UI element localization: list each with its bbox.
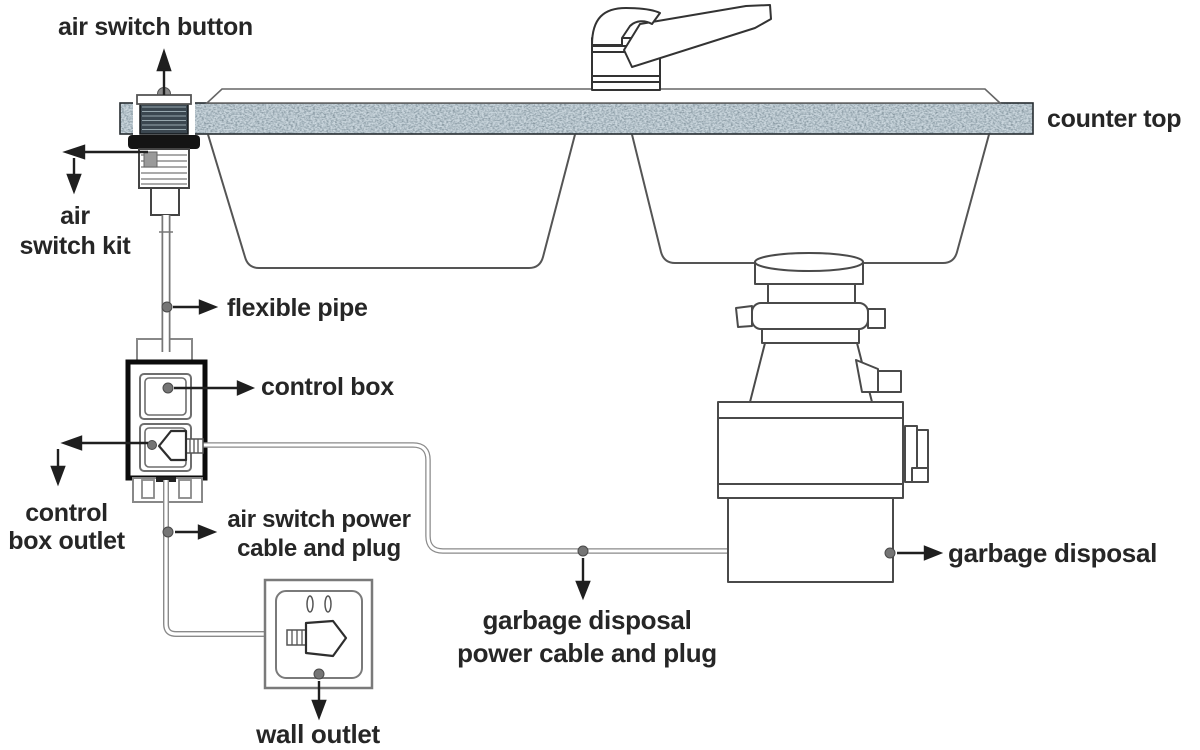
label-control-box-outlet: control box outlet — [0, 499, 133, 555]
faucet — [591, 4, 772, 91]
sink-basin-right — [631, 134, 990, 264]
counter-top-slab — [119, 88, 1034, 135]
disposal-mount-band — [761, 328, 860, 344]
label-air-switch-kit: air switch kit — [0, 201, 150, 261]
arrow-gd-power-cable-icon — [575, 545, 591, 601]
air-switch-collar — [138, 148, 190, 189]
garbage-disposal-power-cable — [203, 442, 732, 554]
control-box — [125, 359, 208, 503]
wall-outlet-plug — [286, 619, 348, 658]
disposal-lower-body — [727, 497, 894, 583]
arrow-air-switch-kit-icon — [62, 144, 148, 195]
arrow-control-box-icon — [162, 380, 256, 396]
disposal-mount-ring — [751, 302, 869, 330]
outlet-slot — [324, 595, 332, 613]
disposal-body-top-band — [717, 401, 904, 419]
faucet-neck — [591, 7, 661, 46]
label-gd-power-line2: power cable and plug — [457, 638, 717, 668]
faucet-lever — [623, 4, 772, 68]
arrow-air-switch-power-cable-icon — [162, 524, 218, 540]
air-switch-power-cable — [163, 480, 288, 637]
arrow-control-box-outlet-icon — [50, 435, 157, 487]
disposal-mount-tab-left — [735, 305, 753, 328]
label-gd-power-cable: garbage disposal power cable and plug — [437, 604, 737, 670]
disposal-mount-tab-right — [867, 308, 886, 329]
label-flexible-pipe: flexible pipe — [227, 294, 368, 322]
sink-basins — [207, 134, 990, 269]
arrow-wall-outlet-icon — [311, 668, 327, 721]
flexible-pipe — [159, 215, 173, 352]
sink-basin-left — [207, 134, 576, 269]
label-air-switch-power-line2: cable and plug — [237, 535, 401, 562]
label-control-box-outlet-line2: box outlet — [8, 527, 125, 555]
air-switch-button-cap — [136, 94, 192, 105]
disposal-body-bottom-band — [717, 483, 904, 499]
label-counter-top: counter top — [1047, 105, 1182, 133]
air-switch-assembly — [128, 87, 200, 216]
label-air-switch-power-cable: air switch power cable and plug — [219, 505, 419, 563]
label-air-switch-kit-line2: switch kit — [19, 232, 131, 260]
arrow-garbage-disposal-icon — [884, 545, 944, 561]
disposal-inlet-box — [877, 370, 902, 393]
air-switch-connector — [150, 187, 180, 216]
disposal-neck — [767, 283, 856, 304]
callout-arrows — [50, 48, 944, 721]
label-air-switch-button: air switch button — [58, 13, 253, 41]
garbage-disposal-unit — [717, 252, 929, 583]
label-air-switch-kit-line1: air — [60, 202, 90, 230]
sink-deck — [204, 88, 1003, 104]
disposal-side-bracket — [904, 425, 929, 483]
air-switch-thread-through-counter — [139, 102, 189, 135]
disposal-hopper-cone — [749, 342, 873, 403]
label-wall-outlet: wall outlet — [256, 719, 380, 749]
arrow-flexible-pipe-icon — [161, 299, 219, 315]
label-garbage-disposal: garbage disposal — [948, 538, 1158, 568]
outlet-slot — [306, 595, 314, 613]
air-switch-nut — [128, 135, 200, 149]
label-control-box: control box — [261, 373, 394, 401]
label-control-box-outlet-line1: control — [25, 499, 108, 527]
label-air-switch-power-line1: air switch power — [227, 506, 411, 533]
label-gd-power-line1: garbage disposal — [482, 605, 692, 635]
arrow-air-switch-button-icon — [156, 48, 172, 95]
disposal-body — [717, 417, 904, 485]
control-box-plug — [157, 429, 204, 462]
